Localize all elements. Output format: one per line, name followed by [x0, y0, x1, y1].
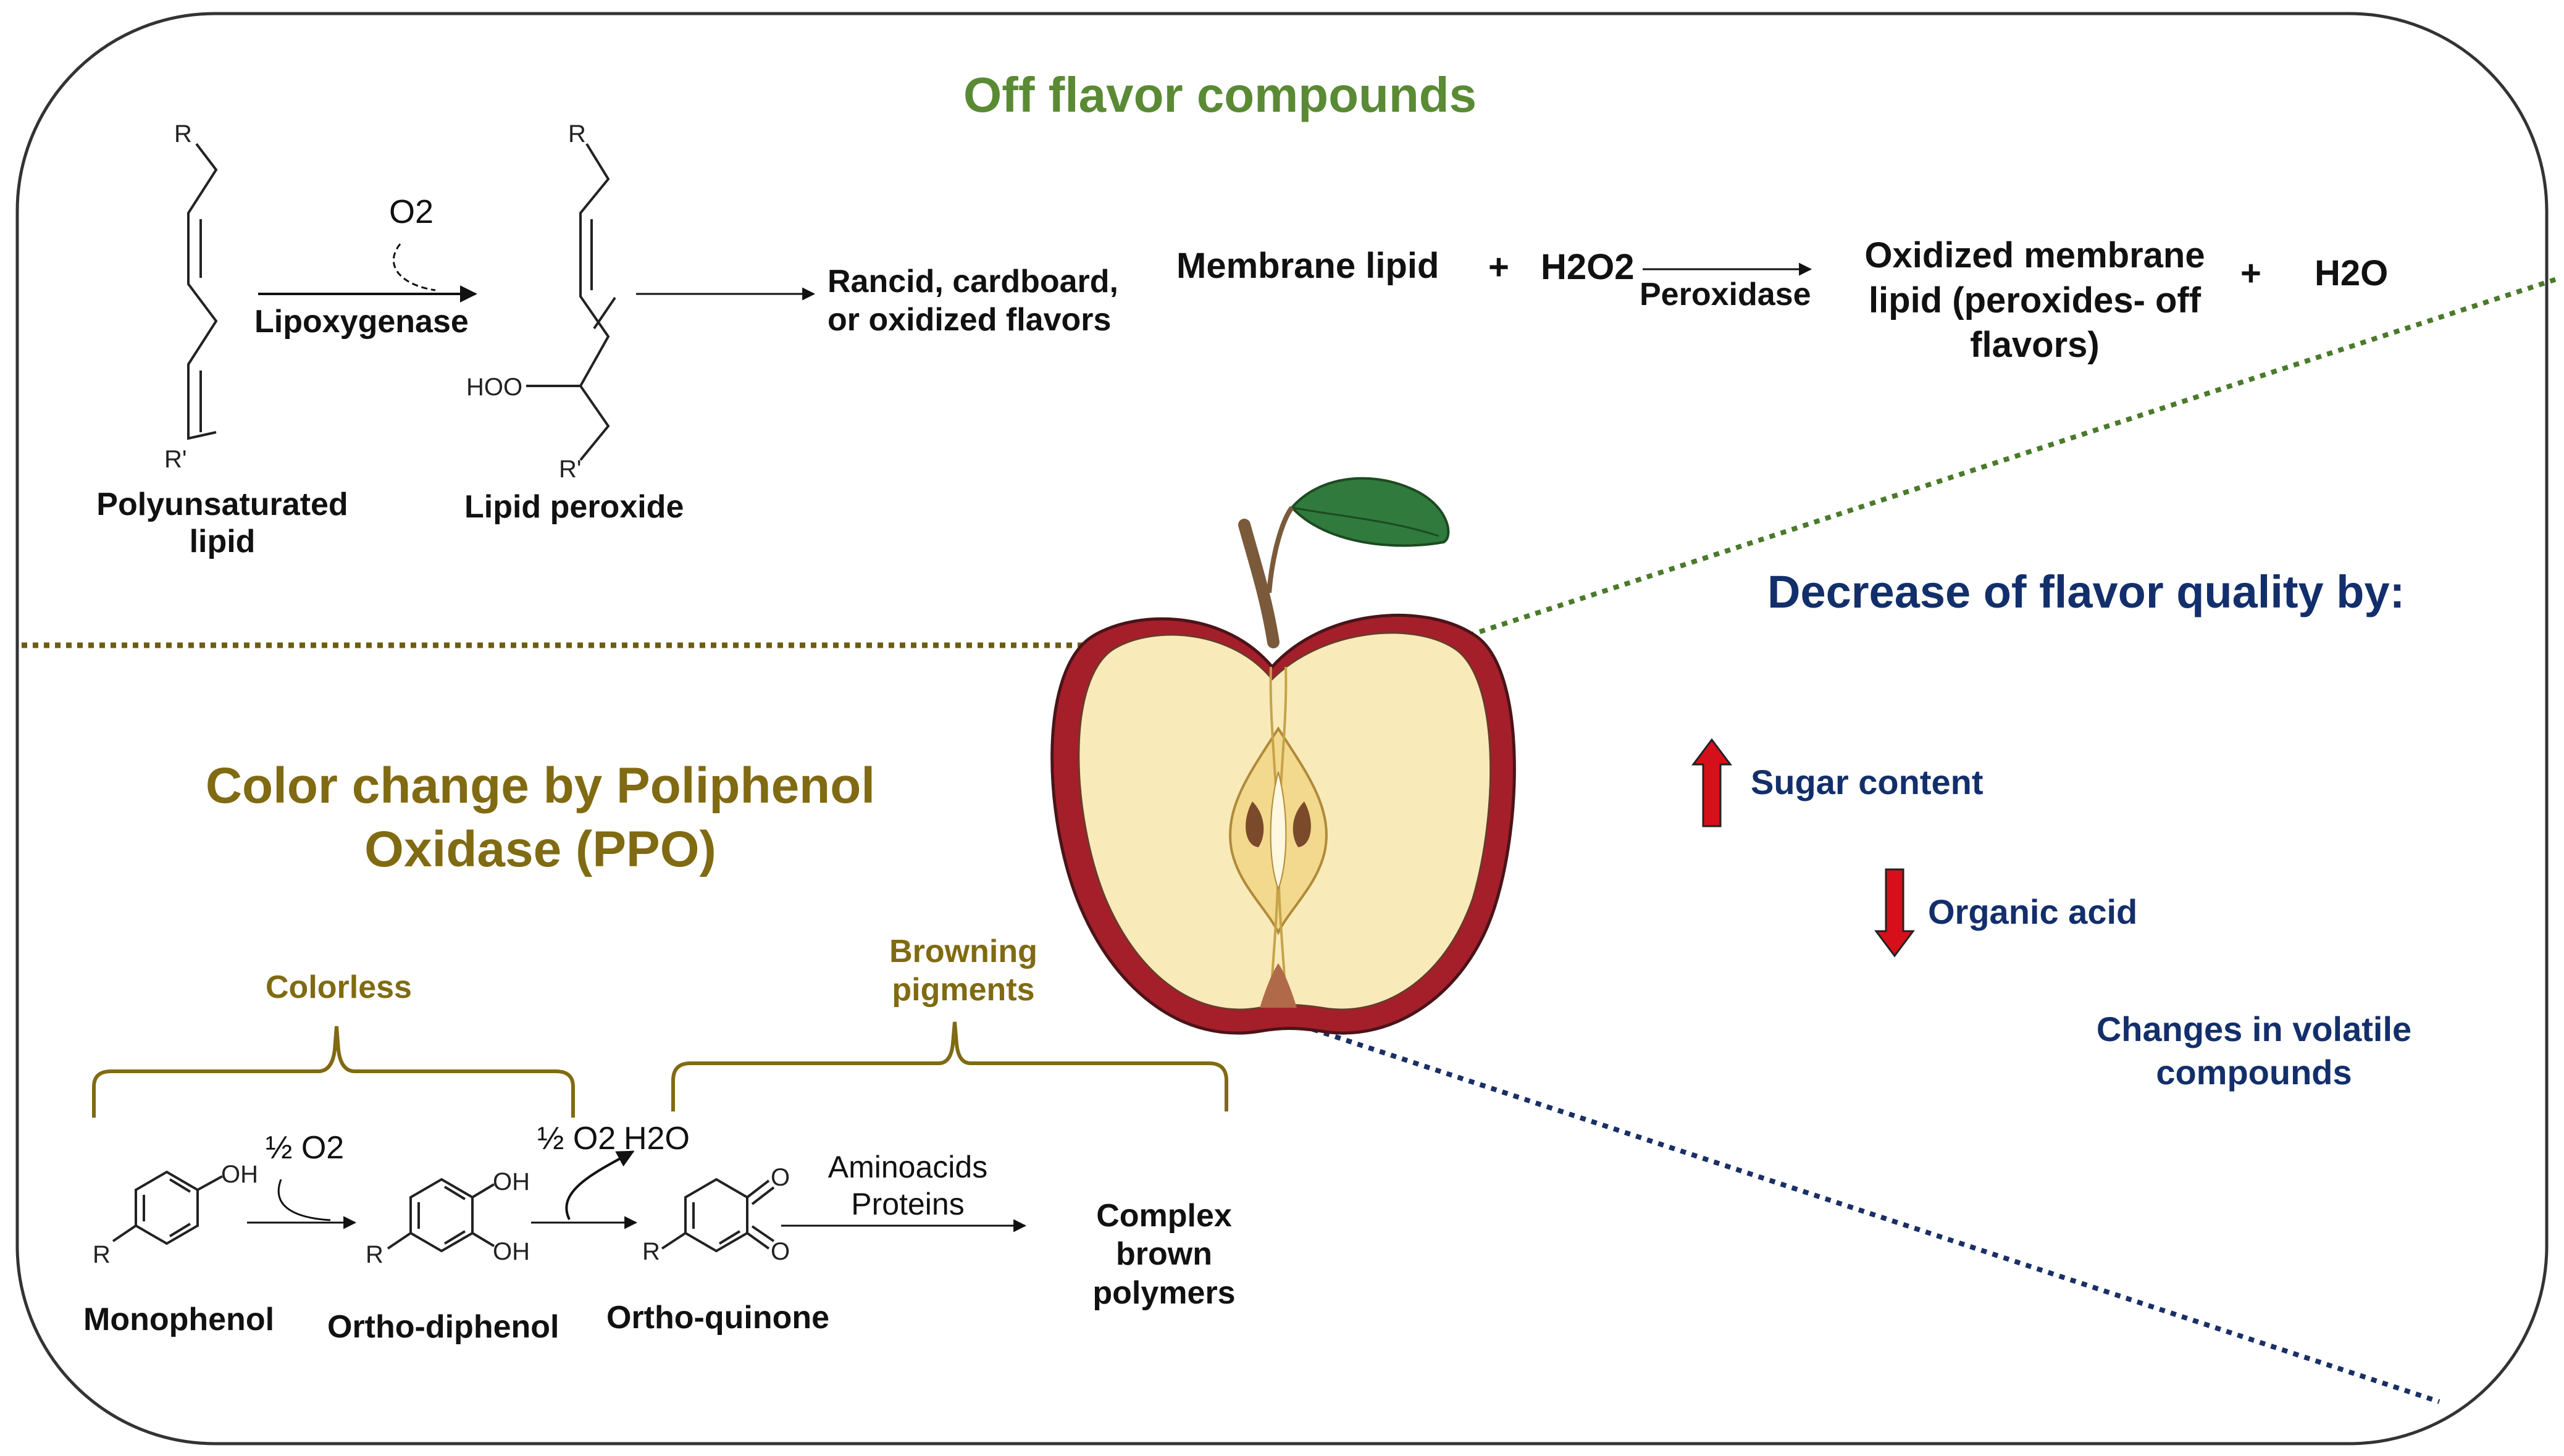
- atom-o-2: O: [771, 1238, 790, 1265]
- step3-agents-text: Aminoacids Proteins: [827, 1150, 988, 1221]
- peroxidase-label: Peroxidase: [1640, 277, 1811, 312]
- browning-bracket: [671, 1021, 1228, 1111]
- atom-r-prime-1: R': [164, 446, 187, 473]
- down-arrow-icon: [1874, 868, 1915, 958]
- rancid-flavors-text: Rancid, cardboard, or oxidized flavors: [827, 264, 1118, 338]
- monophenol-structure: [112, 1170, 223, 1245]
- atom-r-3: R: [93, 1241, 111, 1268]
- organic-acid-label: Organic acid: [1928, 892, 2138, 931]
- polyunsaturated-lipid-label: Polyunsaturated lipid: [86, 487, 358, 561]
- sugar-content-label: Sugar content: [1751, 763, 1984, 801]
- compound-complex-brown-polymers-text: Complex brown polymers: [1092, 1198, 1236, 1311]
- plus-sign-1: +: [1488, 247, 1509, 287]
- atom-r-4: R: [366, 1241, 383, 1268]
- step1-o2-curve: [277, 1179, 331, 1221]
- o2-label: O2: [389, 193, 434, 230]
- browning-pigments-text: Browning pigments: [889, 934, 1037, 1008]
- compound-monophenol: Monophenol: [83, 1302, 275, 1337]
- compound-ortho-quinone: Ortho-quinone: [606, 1300, 830, 1336]
- compound-complex-brown-polymers: Complex brown polymers: [1068, 1197, 1260, 1312]
- atom-r-1: R: [174, 120, 192, 148]
- up-arrow-icon: [1691, 738, 1732, 827]
- polyunsaturated-lipid-structure: [187, 143, 218, 440]
- lipid-peroxide-structure: [526, 143, 616, 461]
- navy-dotted-line: [1289, 1019, 2440, 1404]
- lipid-peroxide-label: Lipid peroxide: [464, 489, 684, 525]
- apple-calyx: [1260, 963, 1297, 1008]
- step2-water-curve: [565, 1150, 635, 1220]
- apple-seed-center: [1270, 771, 1287, 891]
- ortho-diphenol-structure: [387, 1178, 495, 1253]
- compound-ortho-diphenol: Ortho-diphenol: [327, 1309, 559, 1345]
- colorless-label: Colorless: [266, 969, 412, 1005]
- off-flavor-title: Off flavor compounds: [963, 67, 1477, 122]
- step3-agents-label: Aminoacids Proteins: [815, 1148, 1000, 1223]
- h2o2-label: H2O2: [1541, 247, 1635, 287]
- oxidized-membrane-lipid-text: Oxidized membrane lipid (peroxides- off …: [1864, 235, 2205, 365]
- atom-oh-2: OH: [493, 1168, 530, 1195]
- o2-curved-arrow: [392, 243, 436, 291]
- atom-oh-1: OH: [221, 1161, 258, 1188]
- atom-oh-3: OH: [493, 1238, 530, 1265]
- atom-r-2: R: [568, 120, 586, 148]
- step1-oxygen-label: ½ O2: [266, 1130, 345, 1166]
- outer-frame: [15, 12, 2549, 1446]
- apple-seed-left: [1246, 801, 1264, 847]
- h2o-label: H2O: [2315, 253, 2389, 293]
- browning-pigments-label: Browning pigments: [871, 932, 1056, 1010]
- step2-oxygen-label: ½ O2: [537, 1121, 616, 1157]
- oxidized-membrane-lipid-label: Oxidized membrane lipid (peroxides- off …: [1843, 233, 2226, 368]
- apple-seed-right: [1292, 801, 1311, 847]
- rancid-flavors-label: Rancid, cardboard, or oxidized flavors: [827, 262, 1142, 340]
- plus-sign-2: +: [2240, 253, 2261, 293]
- polyunsaturated-lipid-text: Polyunsaturated lipid: [96, 487, 348, 559]
- volatile-compounds-text: Changes in volatile compounds: [2096, 1010, 2412, 1092]
- atom-r-prime-2: R': [559, 456, 582, 483]
- volatile-compounds-label: Changes in volatile compounds: [2063, 1008, 2445, 1094]
- atom-hoo: HOO: [466, 374, 523, 401]
- ortho-quinone-structure: [661, 1178, 775, 1253]
- atom-r-5: R: [642, 1238, 660, 1265]
- green-dotted-line: [1456, 277, 2558, 642]
- colorless-bracket: [92, 1026, 575, 1118]
- leaf-icon: [1290, 477, 1450, 547]
- apple-illustration: [1050, 477, 1516, 1035]
- flavor-quality-title: Decrease of flavor quality by:: [1767, 566, 2405, 617]
- lipoxygenase-label: Lipoxygenase: [254, 304, 469, 340]
- apple-stem: [1238, 519, 1280, 648]
- membrane-lipid-label: Membrane lipid: [1176, 246, 1439, 286]
- step2-water-label: H2O: [624, 1121, 690, 1157]
- atom-o-1: O: [771, 1164, 790, 1191]
- color-change-title: Color change by Poliphenol Oxidase (PPO): [185, 755, 895, 881]
- color-change-title-text: Color change by Poliphenol Oxidase (PPO): [205, 758, 876, 877]
